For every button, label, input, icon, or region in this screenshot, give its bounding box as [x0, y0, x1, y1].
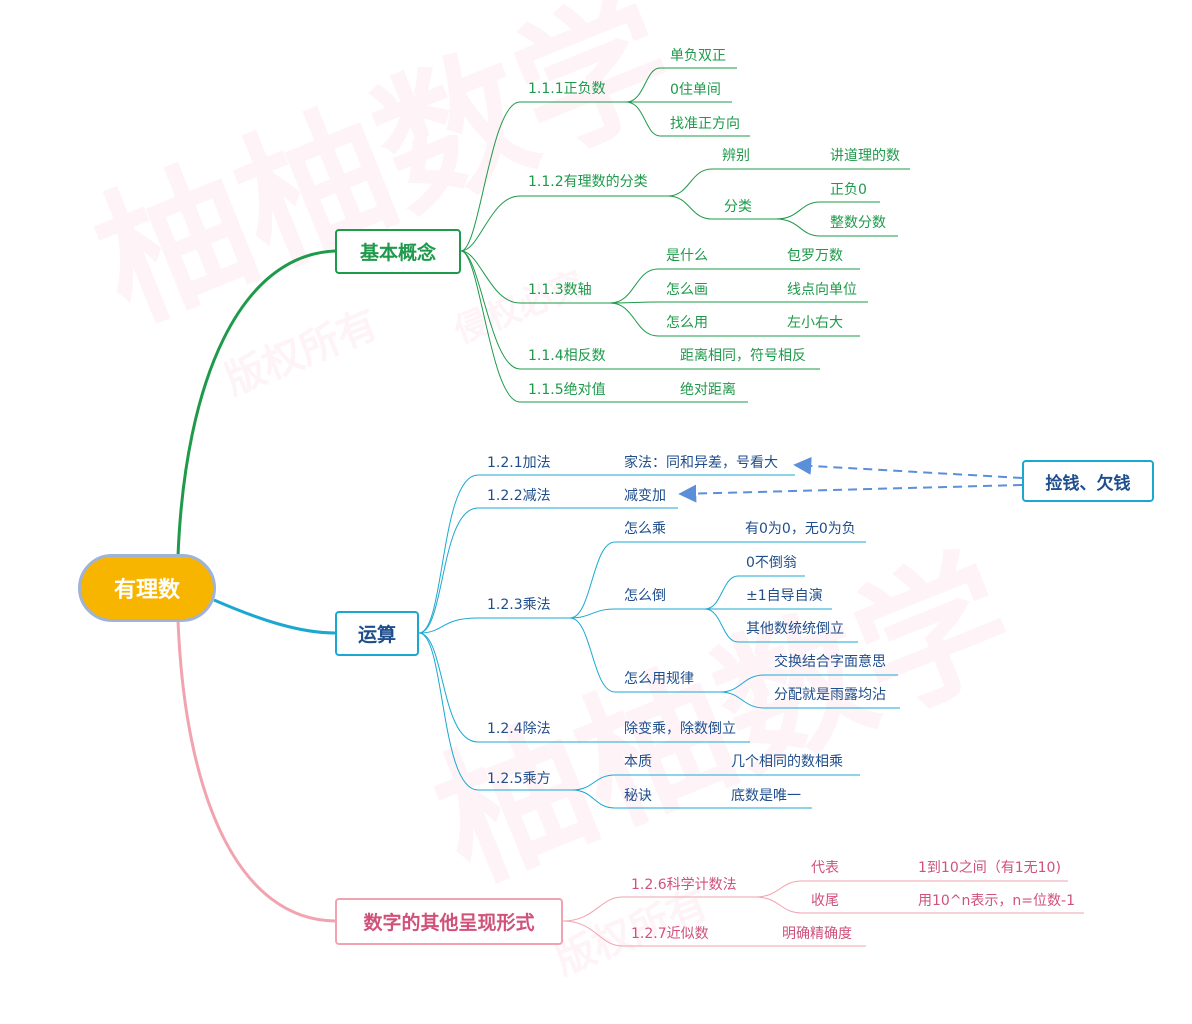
- leaf-label: 距离相同，符号相反: [680, 348, 806, 364]
- topic-1-2-5: 1.2.5乘方: [487, 771, 551, 787]
- topic-1-1-5: 1.1.5绝对值: [528, 382, 606, 398]
- leaf-label: 左小右大: [787, 315, 843, 331]
- branch-operations: 运算: [335, 611, 419, 656]
- leaf-label: 秘诀: [624, 788, 652, 804]
- leaf-label: 辨别: [722, 148, 750, 164]
- topic-1-2-1: 1.2.1加法: [487, 455, 551, 471]
- leaf-label: 单负双正: [670, 48, 726, 64]
- leaf-label: 绝对距离: [680, 382, 736, 398]
- leaf-label: 怎么倒: [624, 588, 666, 604]
- leaf-label: 底数是唯一: [731, 788, 801, 804]
- leaf-label: 正负0: [830, 182, 867, 198]
- topic-1-2-4: 1.2.4除法: [487, 721, 551, 737]
- leaf-label: 1到10之间（有1无10): [918, 860, 1061, 876]
- leaf-label: 0不倒翁: [746, 555, 797, 571]
- branch-other-forms: 数字的其他呈现形式: [335, 898, 563, 945]
- leaf-label: 本质: [624, 754, 652, 770]
- leaf-label: 收尾: [811, 893, 839, 909]
- leaf-label: 找准正方向: [670, 116, 740, 132]
- topic-1-2-7: 1.2.7近似数: [631, 926, 709, 942]
- leaf-label: 0住单间: [670, 82, 721, 98]
- topic-1-1-4: 1.1.4相反数: [528, 348, 606, 364]
- leaf-label: 怎么用规律: [624, 671, 694, 687]
- leaf-label: 怎么用: [666, 315, 708, 331]
- leaf-label: 包罗万数: [787, 248, 843, 264]
- side-note-node: 捡钱、欠钱: [1022, 460, 1154, 502]
- leaf-label: 几个相同的数相乘: [731, 754, 843, 770]
- leaf-label: 整数分数: [830, 215, 886, 231]
- leaf-label: 是什么: [666, 248, 708, 264]
- leaf-label: 讲道理的数: [830, 148, 900, 164]
- topic-1-1-1: 1.1.1正负数: [528, 81, 606, 97]
- root-node: 有理数: [78, 554, 216, 622]
- leaf-label: 怎么画: [666, 282, 708, 298]
- leaf-label: 分类: [724, 199, 752, 215]
- leaf-label: 分配就是雨露均沾: [774, 687, 886, 703]
- topic-1-1-2: 1.1.2有理数的分类: [528, 174, 648, 190]
- topic-1-2-3: 1.2.3乘法: [487, 597, 551, 613]
- topic-1-2-6: 1.2.6科学计数法: [631, 877, 737, 893]
- leaf-label: 有0为0，无0为负: [745, 521, 856, 537]
- leaf-label: 用10^n表示，n=位数-1: [918, 893, 1075, 909]
- leaf-label: 怎么乘: [624, 521, 666, 537]
- topic-1-1-3: 1.1.3数轴: [528, 282, 592, 298]
- leaf-label: 明确精确度: [782, 926, 852, 942]
- leaf-label: 交换结合字面意思: [774, 654, 886, 670]
- leaf-label: 代表: [811, 860, 839, 876]
- leaf-label: ±1自导自演: [746, 588, 823, 604]
- topic-1-2-2: 1.2.2减法: [487, 488, 551, 504]
- leaf-label: 线点向单位: [787, 282, 857, 298]
- branch-basic-concepts: 基本概念: [335, 229, 461, 274]
- leaf-label: 其他数统统倒立: [746, 621, 844, 637]
- leaf-label: 除变乘，除数倒立: [624, 721, 736, 737]
- leaf-label: 减变加: [624, 488, 666, 504]
- leaf-label: 家法：同和异差，号看大: [624, 455, 778, 471]
